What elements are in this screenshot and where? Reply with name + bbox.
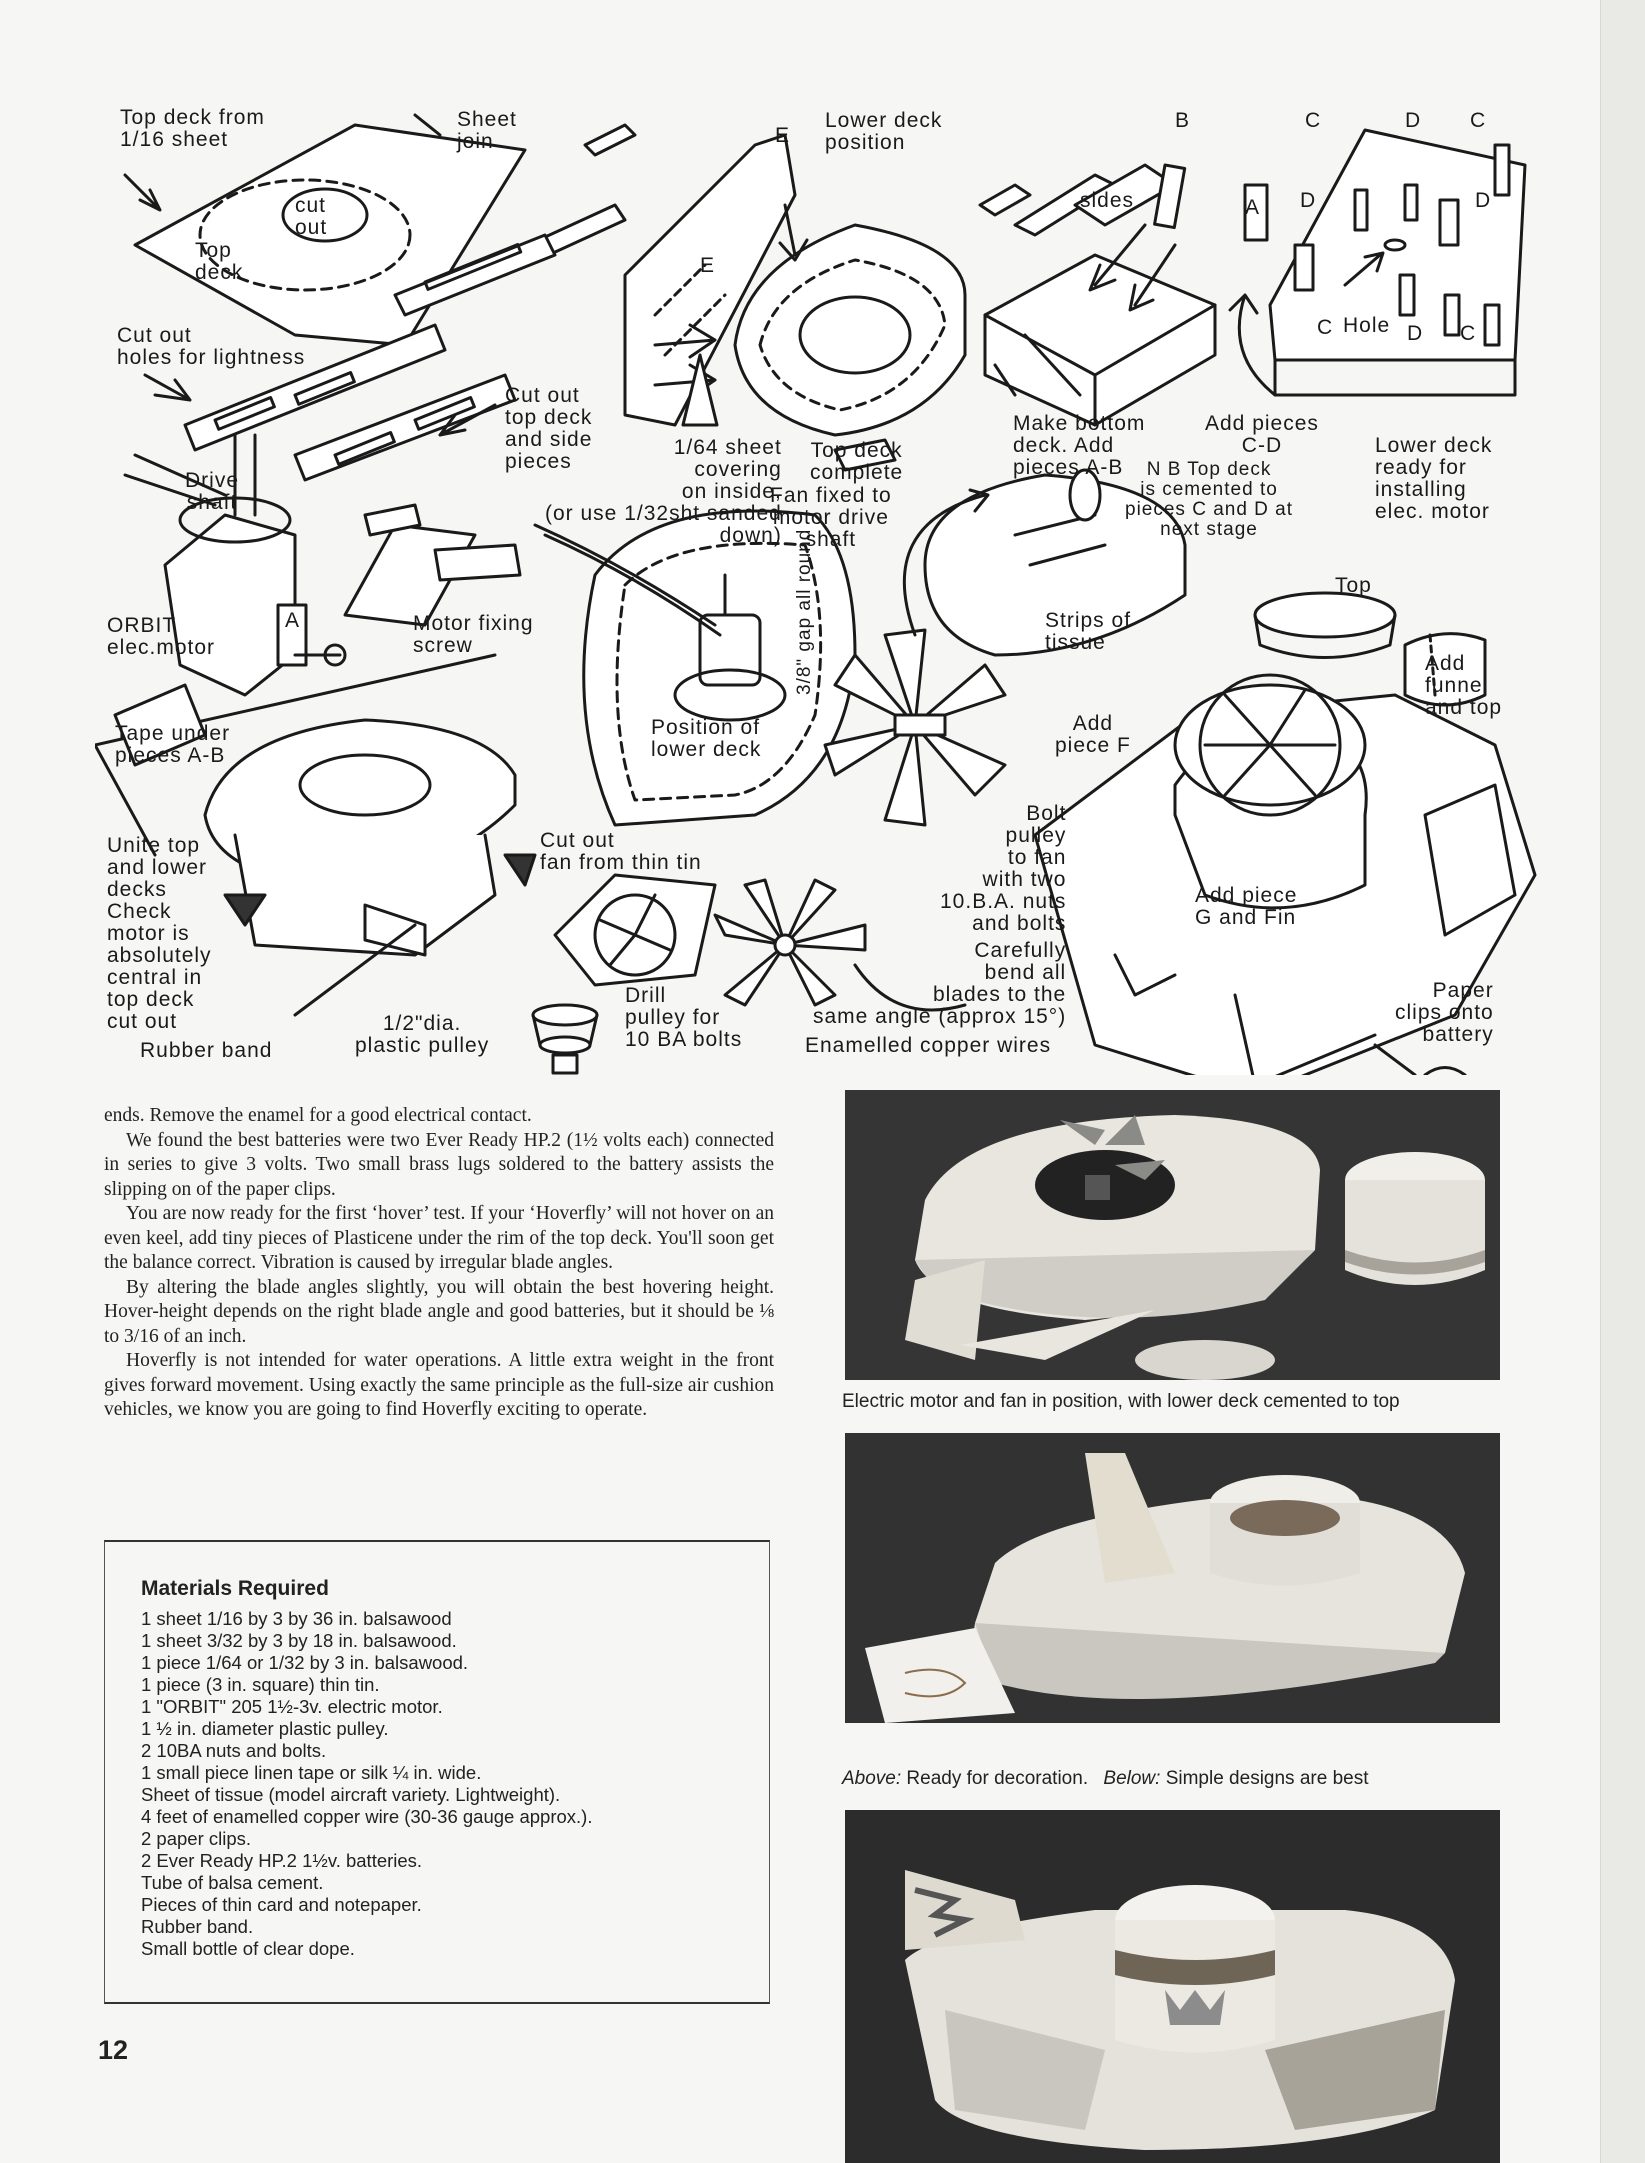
paragraph: ends. Remove the enamel for a good elect…: [104, 1105, 532, 1126]
caption-photo-1: Electric motor and fan in position, with…: [842, 1391, 1400, 1412]
materials-item: 1 sheet 3/32 by 3 by 18 in. balsawood.: [141, 1630, 457, 1651]
label-top-deck-complete: Top deck complete: [810, 439, 904, 484]
label-c1: C: [1305, 109, 1322, 132]
caption-below-text: Simple designs are best: [1160, 1768, 1369, 1789]
materials-item: 2 10BA nuts and bolts.: [141, 1740, 327, 1761]
paragraph: You are now ready for the first ‘hover’ …: [104, 1203, 774, 1273]
photo-motor-fan-image: [845, 1090, 1500, 1380]
label-drive-shaft: Drive shaft: [185, 469, 240, 514]
photo-designs-image: [845, 1810, 1500, 2163]
label-bolt-pulley: Bolt pulley to fan with two 10.B.A. nuts…: [940, 802, 1067, 935]
materials-item: Pieces of thin card and notepaper.: [141, 1894, 422, 1915]
label-cut-out-fan: Cut out fan from thin tin: [540, 829, 702, 874]
caption-below-label: Below:: [1103, 1768, 1161, 1789]
label-gap-all-round: 3/8" gap all round: [794, 528, 815, 695]
label-top-deck-from: Top deck from 1/16 sheet: [120, 106, 265, 151]
materials-item: Sheet of tissue (model aircraft variety.…: [141, 1784, 561, 1805]
assembly-diagram: Top deck from 1/16 sheet Sheet join cut …: [95, 95, 1545, 1075]
label-lower-deck-position: Lower deck position: [825, 109, 943, 154]
label-sheet-covering: 1/64 sheet covering on inside, (or use 1…: [545, 436, 782, 547]
label-a: A: [1245, 196, 1261, 219]
photo-ready-image: [845, 1433, 1500, 1723]
assembly-illustration: [95, 113, 1537, 1075]
label-cut-out-holes: Cut out holes for lightness: [117, 324, 306, 369]
materials-item: 1 sheet 1/16 by 3 by 36 in. balsawood: [141, 1608, 452, 1629]
label-orbit-motor: ORBIT elec.motor: [107, 614, 216, 659]
label-add-pieces-cd: Add pieces C-D: [1205, 412, 1319, 457]
materials-title: Materials Required: [141, 1577, 329, 1600]
materials-item: Small bottle of clear dope.: [141, 1938, 355, 1959]
label-sheet-join: Sheet join: [457, 108, 517, 153]
paragraph: By altering the blade angles slightly, y…: [104, 1276, 774, 1347]
page-number: 12: [98, 2035, 129, 2065]
materials-item: 1 "ORBIT" 205 1½-3v. electric motor.: [141, 1696, 443, 1717]
label-c4: C: [1460, 322, 1477, 345]
materials-item: Tube of balsa cement.: [141, 1872, 324, 1893]
photo-motor-fan: [845, 1090, 1500, 1380]
label-e-top: E: [775, 124, 791, 147]
label-paper-clips: Paper clips onto battery: [1395, 979, 1494, 1046]
label-d1: D: [1405, 109, 1422, 132]
label-d2: D: [1300, 189, 1317, 212]
label-sides: sides: [1080, 189, 1135, 212]
label-make-bottom-deck: Make bottom deck. Add pieces A-B: [1013, 412, 1146, 479]
label-rubber-band: Rubber band: [140, 1039, 273, 1062]
label-cut-out-top-deck: Cut out top deck and side pieces: [505, 384, 593, 473]
label-enamelled-wires: Enamelled copper wires: [805, 1034, 1052, 1057]
label-add-piece-f: Add piece F: [1055, 712, 1131, 757]
materials-item: 1 small piece linen tape or silk ¼ in. w…: [141, 1762, 482, 1783]
materials-item: 1 ½ in. diameter plastic pulley.: [141, 1718, 389, 1739]
caption-photo-2: Above: Ready for decoration. Below: Simp…: [842, 1768, 1368, 1790]
materials-item: 1 piece (3 in. square) thin tin.: [141, 1674, 380, 1695]
label-e-mid: E: [700, 254, 716, 277]
label-c2: C: [1470, 109, 1487, 132]
label-b: B: [1175, 109, 1191, 132]
page-edge: [1600, 0, 1645, 2163]
photo-ready-for-decoration: [845, 1433, 1500, 1723]
materials-item: 4 feet of enamelled copper wire (30-36 g…: [141, 1806, 593, 1827]
materials-item: 1 piece 1/64 or 1/32 by 3 in. balsawood.: [141, 1652, 469, 1673]
label-tape-under: Tape under pieces A-B: [115, 722, 231, 767]
label-top: Top: [1335, 574, 1372, 597]
label-d4: D: [1407, 322, 1424, 345]
materials-list: 1 sheet 1/16 by 3 by 36 in. balsawood 1 …: [141, 1608, 592, 1960]
label-position-lower-deck: Position of lower deck: [651, 716, 762, 761]
label-nb-top-deck: N B Top deck is cemented to pieces C and…: [1125, 459, 1294, 540]
paragraph: Hoverfly is not intended for water opera…: [104, 1350, 774, 1420]
paragraph: We found the best batteries were two Eve…: [104, 1129, 774, 1200]
label-cut-out: cut out: [295, 194, 328, 239]
label-half-dia-pulley: 1/2"dia. plastic pulley: [355, 1012, 490, 1057]
materials-item: 2 Ever Ready HP.2 1½v. batteries.: [141, 1850, 423, 1871]
label-fan-fixed: Fan fixed to motor drive shaft: [770, 484, 892, 551]
caption-above-label: Above:: [842, 1768, 902, 1789]
label-add-piece-g: Add piece G and Fin: [1195, 884, 1298, 929]
label-carefully-bend: Carefully bend all blades to the same an…: [813, 939, 1067, 1028]
label-strips-tissue: Strips of tissue: [1045, 609, 1132, 654]
label-top-deck: Top deck: [195, 239, 244, 284]
materials-item: 2 paper clips.: [141, 1828, 252, 1849]
label-hole: Hole: [1343, 314, 1391, 337]
materials-box: Materials Required 1 sheet 1/16 by 3 by …: [104, 1540, 770, 2004]
materials-item: Rubber band.: [141, 1916, 254, 1937]
caption-above-text: Ready for decoration.: [901, 1768, 1089, 1789]
label-lower-deck-ready: Lower deck ready for installing elec. mo…: [1375, 434, 1493, 523]
label-c3: C: [1317, 316, 1334, 339]
article-body: ends. Remove the enamel for a good elect…: [104, 1104, 774, 1423]
label-motor-a: A: [285, 609, 301, 632]
label-add-funnel: Add funnel and top: [1425, 652, 1503, 719]
photo-simple-designs: [845, 1810, 1500, 2163]
label-d3: D: [1475, 189, 1492, 212]
label-drill-pulley: Drill pulley for 10 BA bolts: [625, 984, 743, 1051]
label-unite-decks: Unite top and lower decks Check motor is…: [107, 834, 212, 1033]
label-motor-fixing-screw: Motor fixing screw: [413, 612, 534, 657]
